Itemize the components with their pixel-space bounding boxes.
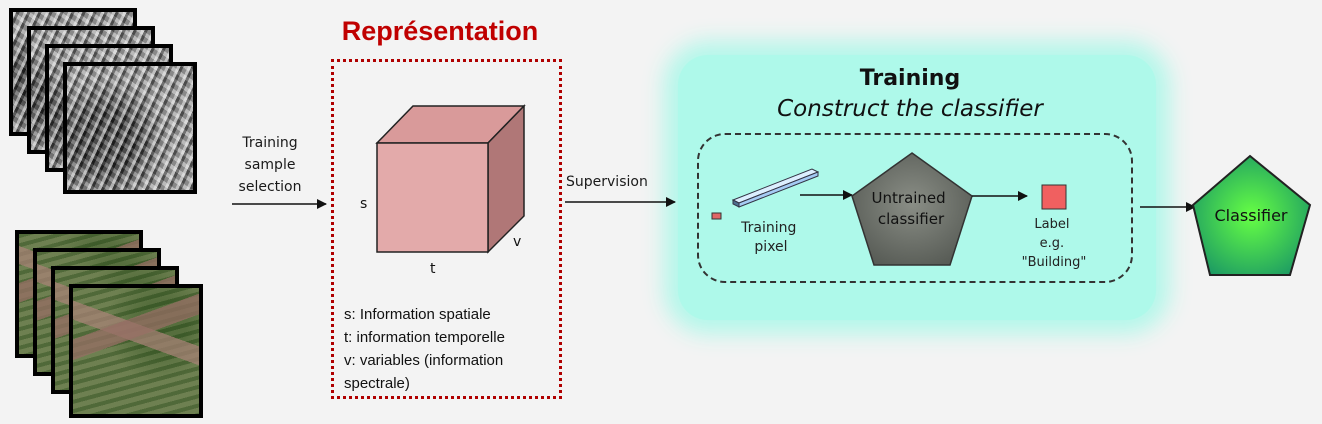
untrained-classifier-label: Untrained classifier: [872, 189, 951, 228]
optical-image-tile: [69, 284, 203, 418]
data-cube: [375, 104, 526, 254]
sample-selection-label: Training sample selection: [238, 135, 302, 195]
classifier-construction-box: [697, 133, 1133, 283]
pixel-bar: [731, 168, 820, 208]
classifier-label: Classifier: [1214, 206, 1287, 225]
axis-t-label: t: [430, 261, 436, 277]
legend-variables: v: variables (information: [344, 352, 504, 369]
untrained-classifier-pentagon: [851, 152, 973, 266]
representation-box: [331, 59, 562, 399]
label-text: Label e.g. "Building": [1022, 217, 1087, 270]
sar-image-tile: [63, 62, 197, 194]
legend-spatial: s: Information spatiale: [344, 306, 491, 323]
label-square: [1041, 184, 1067, 210]
training-title: Training: [859, 66, 961, 91]
axis-v-label: v: [513, 234, 521, 250]
training-pixel-square: [711, 212, 722, 220]
training-subtitle: Construct the classifier: [777, 96, 1043, 122]
supervision-label: Supervision: [566, 174, 648, 190]
legend-spectral: spectrale): [344, 375, 410, 392]
legend-temporal: t: information temporelle: [344, 329, 505, 346]
cube-front-face: [376, 142, 489, 253]
representation-title: Représentation: [341, 16, 539, 46]
training-pixel-label: Training pixel: [740, 220, 801, 255]
classifier-pentagon: [1191, 154, 1312, 276]
axis-s-label: s: [360, 196, 367, 212]
